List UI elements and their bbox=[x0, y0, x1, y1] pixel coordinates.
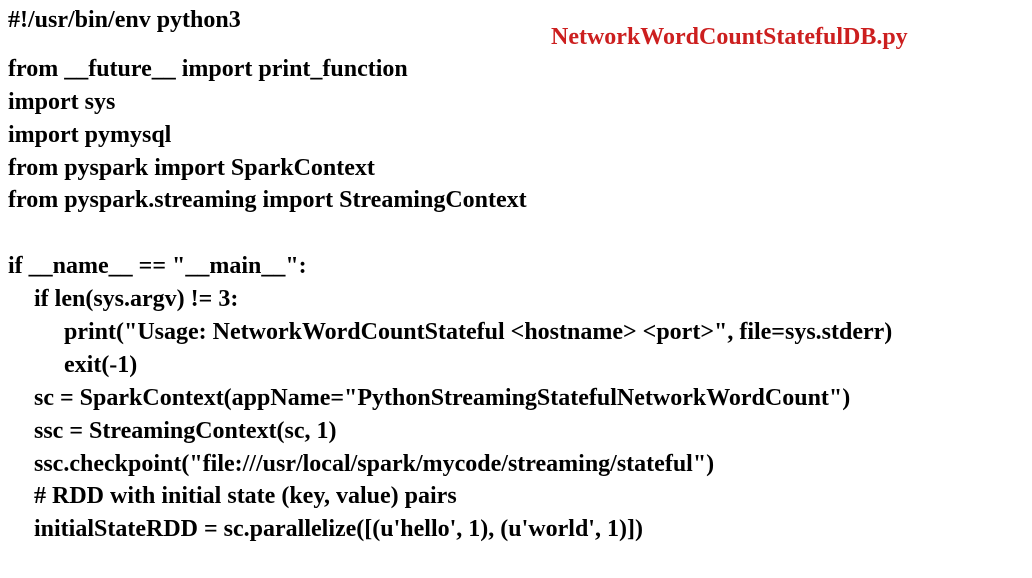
code-line-import-sparkcontext: from pyspark import SparkContext bbox=[8, 154, 375, 181]
code-block: #!/usr/bin/env python3 from __future__ i… bbox=[8, 4, 892, 546]
code-line-import-streamingcontext: from pyspark.streaming import StreamingC… bbox=[8, 187, 527, 214]
code-line-checkpoint: ssc.checkpoint("file:///usr/local/spark/… bbox=[34, 450, 715, 477]
code-line-import-sys: import sys bbox=[8, 88, 116, 115]
code-line-shebang: #!/usr/bin/env python3 bbox=[8, 7, 241, 33]
code-line-exit: exit(-1) bbox=[64, 351, 138, 378]
filename-label: NetworkWordCountStatefulDB.py bbox=[551, 24, 908, 50]
code-line-comment: # RDD with initial state (key, value) pa… bbox=[34, 483, 457, 510]
code-line-import-pymysql: import pymysql bbox=[8, 121, 172, 148]
code-line-initial-state: initialStateRDD = sc.parallelize([(u'hel… bbox=[34, 516, 643, 543]
code-line-streamingcontext: ssc = StreamingContext(sc, 1) bbox=[34, 417, 337, 444]
code-line-main-guard: if __name__ == "__main__": bbox=[8, 253, 307, 280]
code-line-import-future: from __future__ import print_function bbox=[8, 55, 408, 82]
code-line-blank bbox=[8, 217, 892, 250]
code-line-sparkcontext: sc = SparkContext(appName="PythonStreami… bbox=[34, 384, 851, 411]
code-line-argv-check: if len(sys.argv) != 3: bbox=[34, 286, 239, 313]
code-line-usage-print: print("Usage: NetworkWordCountStateful <… bbox=[64, 319, 893, 346]
